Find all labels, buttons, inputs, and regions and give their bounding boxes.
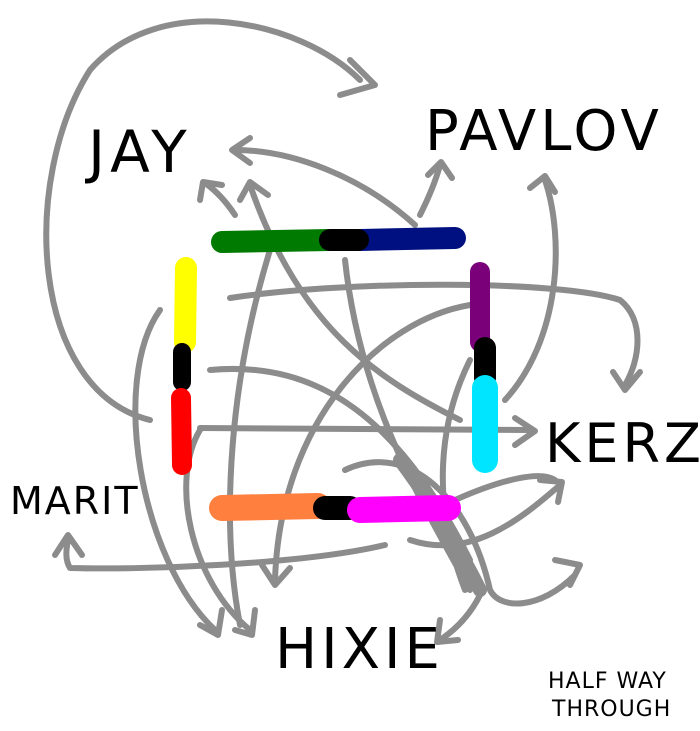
arrow-green-hixie — [227, 247, 273, 628]
arrowhead-magenta-kerz — [537, 477, 565, 505]
arrowhead-bundle-hixie — [434, 617, 461, 645]
segment-yellow — [174, 257, 197, 353]
arrow-navy-pavlov — [417, 162, 443, 218]
arrow-bundle-hixie — [437, 592, 483, 643]
label-hixie: HIXIE — [275, 617, 444, 682]
arrowhead-red-hixie — [232, 607, 258, 638]
arrowhead-bar-jay — [229, 135, 253, 166]
arrowhead-cyan-pavlov — [527, 173, 558, 195]
color-square — [171, 227, 498, 523]
segment-navy — [349, 227, 466, 251]
arrow-kerz-jay — [247, 182, 463, 423]
arrowhead-loop-top — [337, 57, 378, 98]
labels: JAY PAVLOV KERZ MARIT HIXIE HALF WAY THR… — [10, 99, 700, 722]
arrow-bottom-loop — [342, 459, 578, 607]
segment-magenta — [347, 495, 461, 523]
segment-green — [211, 229, 341, 253]
arrowhead-bottom-loop — [552, 557, 583, 588]
arrow-right-joint-bottom — [439, 357, 473, 593]
arrow-bundle-kerz — [452, 473, 558, 503]
arrow-bar-jay — [232, 147, 418, 228]
arrow-cyan-pavlov — [502, 177, 559, 403]
arrow-red-hixie — [183, 427, 253, 633]
arrow-loop-top — [43, 18, 363, 423]
arrow-magenta-kerz — [407, 482, 563, 549]
arrowhead-green-jay — [197, 179, 225, 203]
arrowhead-purple-hixie — [259, 562, 293, 588]
segment-orange — [209, 493, 331, 521]
label-marit: MARIT — [10, 479, 140, 523]
arrow-bundle-thick — [393, 453, 487, 597]
arrow-magenta-marit — [63, 537, 388, 572]
arrow-yellow-hixie — [132, 307, 218, 633]
arrowhead-yellow-hixie — [197, 607, 225, 638]
label-kerz: KERZ — [545, 412, 700, 475]
arrowhead-red-kerz — [512, 415, 538, 448]
segment-red — [171, 388, 192, 475]
label-pavlov: PAVLOV — [425, 99, 663, 164]
arrowhead-magenta-marit — [52, 532, 85, 558]
note-halfway: HALF WAY — [548, 669, 667, 694]
arrowhead-yellow-kerz — [610, 369, 643, 393]
arrow-yellow-kerz — [227, 281, 641, 388]
note-through: THROUGH — [551, 697, 671, 722]
arrow-green-jay — [202, 180, 238, 218]
arrowhead-navy-pavlov — [425, 159, 455, 181]
label-jay: JAY — [85, 118, 193, 186]
arrow-left-joint-kerz — [207, 366, 473, 563]
arrowhead-kerz-jay — [237, 179, 271, 203]
